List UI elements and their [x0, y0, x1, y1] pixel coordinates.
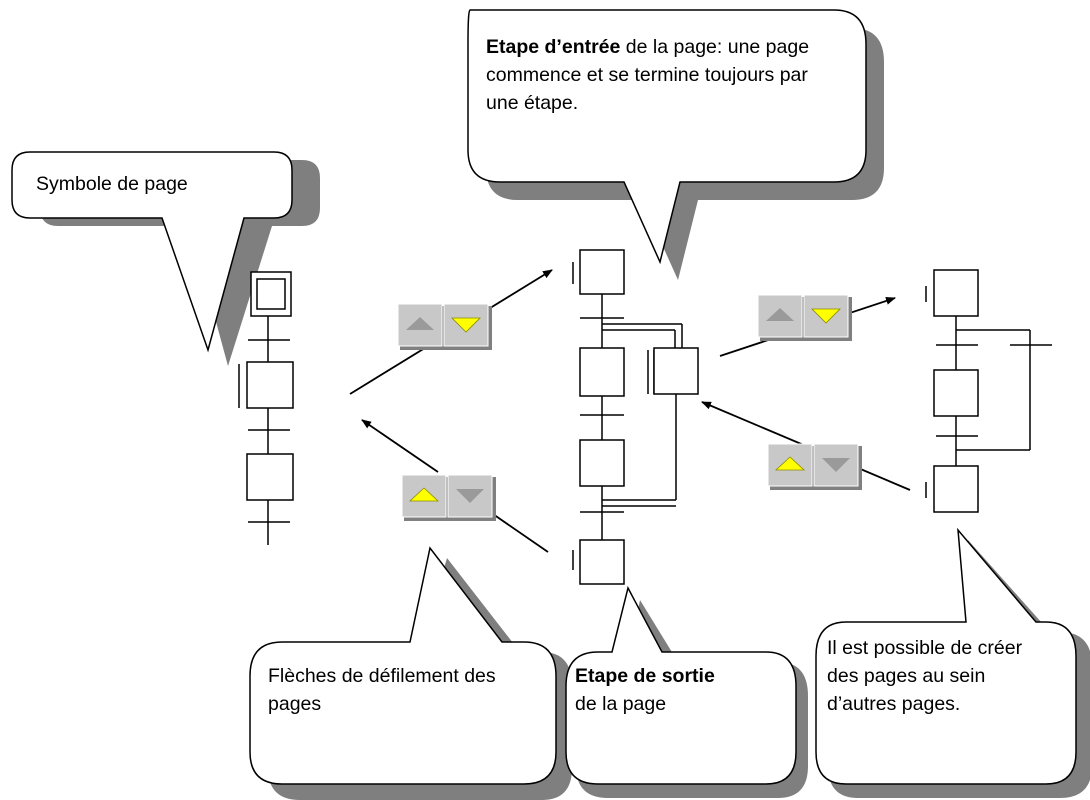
middle-step-a — [579, 347, 625, 397]
scroll-buttons-3 — [401, 474, 496, 521]
callout-exit-text: Etape de sortie de la page — [575, 662, 785, 718]
grafcet-right — [925, 269, 1052, 513]
grafcet-left — [238, 271, 294, 545]
callout-exit-step — [565, 585, 808, 798]
page-symbol-label: Symbole de page — [36, 173, 188, 195]
grafcet-middle — [572, 249, 699, 585]
middle-entry-step — [579, 249, 625, 295]
middle-exit-step — [579, 539, 625, 585]
entry-step-title: Etape d’entrée — [486, 36, 621, 58]
scroll-up-arrow-icon[interactable] — [767, 443, 813, 487]
middle-step-b — [579, 439, 625, 487]
right-entry-step — [933, 269, 979, 317]
line-exit-to-buttons — [489, 511, 549, 553]
scroll-down-arrow-icon[interactable] — [443, 303, 489, 347]
callout-arrows-text: Flèches de défilement des pages — [268, 662, 546, 718]
right-exit-step — [933, 465, 979, 513]
callout-page-symbol — [11, 151, 320, 366]
left-step-2 — [246, 361, 294, 409]
scroll-down-arrow-icon[interactable] — [803, 294, 849, 338]
right-step-2 — [933, 369, 979, 417]
exit-step-title: Etape de sortie — [575, 665, 715, 687]
nested-pages-label: Il est possible de créer des pages au se… — [827, 637, 1023, 715]
arrow-to-left-page — [361, 419, 439, 473]
scroll-down-arrow-icon[interactable] — [447, 474, 493, 518]
scroll-arrows-label: Flèches de défilement des pages — [268, 665, 496, 715]
callout-scroll-arrows — [249, 546, 572, 800]
scroll-up-arrow-icon[interactable] — [757, 294, 803, 338]
scroll-up-arrow-icon[interactable] — [401, 474, 447, 518]
scroll-buttons-1 — [397, 303, 492, 350]
callout-nested-pages — [815, 527, 1090, 798]
middle-nested-step — [653, 347, 699, 395]
scroll-buttons-4 — [767, 443, 862, 490]
callout-entry-text: Etape d’entrée de la page: une page comm… — [486, 33, 841, 117]
left-step-3 — [246, 453, 294, 501]
scroll-up-arrow-icon[interactable] — [397, 303, 443, 347]
scroll-down-arrow-icon[interactable] — [813, 443, 859, 487]
scroll-buttons-2 — [757, 294, 852, 341]
callout-nested-text: Il est possible de créer des pages au se… — [827, 634, 1027, 718]
callout-entry-step — [467, 9, 884, 280]
callout-symbol-text: Symbole de page — [36, 170, 286, 198]
exit-step-description: de la page — [575, 693, 667, 715]
entry-step-description: de la page: une page commence et se term… — [486, 36, 810, 114]
